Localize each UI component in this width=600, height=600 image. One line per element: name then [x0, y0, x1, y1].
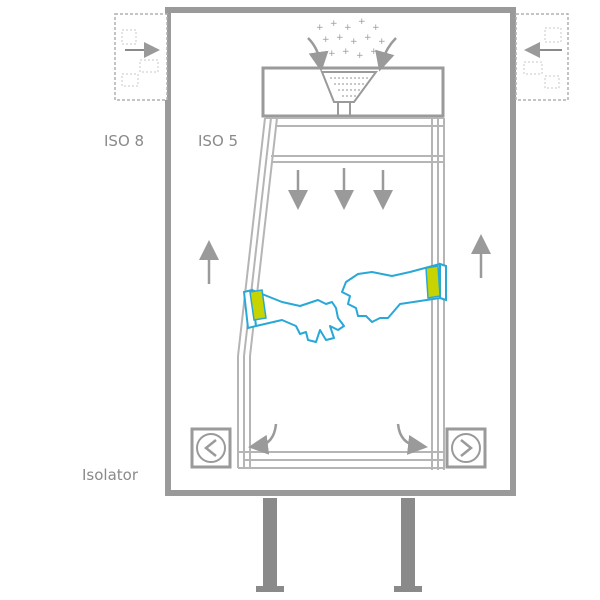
svg-text:+: + [370, 47, 378, 57]
inner-zone-label: ISO 5 [198, 132, 239, 150]
downflow-arrows [288, 168, 393, 210]
left-glove-icon [242, 288, 345, 343]
intake-arrow-left [307, 37, 329, 72]
intake-arrow-right [375, 37, 397, 72]
isolator-housing [165, 7, 516, 496]
svg-text:+: + [328, 49, 336, 59]
svg-text:+: + [342, 47, 350, 57]
svg-text:+: + [336, 33, 344, 43]
curl-arrow-right [396, 423, 428, 455]
support-legs [256, 498, 422, 592]
outer-zone-label: ISO 8 [104, 132, 145, 150]
right-glove-icon [341, 262, 447, 323]
svg-text:+: + [330, 19, 338, 29]
device-label: Isolator [82, 466, 139, 484]
svg-text:+: + [316, 23, 324, 33]
svg-text:+: + [344, 23, 352, 33]
svg-text:+: + [356, 51, 364, 61]
curl-arrow-left [248, 423, 278, 455]
right-prefilter-icon [515, 13, 569, 101]
left-return-fan-icon [190, 427, 232, 469]
particles: +++++ +++++ ++++ [316, 17, 386, 61]
svg-text:+: + [378, 37, 386, 47]
svg-text:+: + [350, 37, 358, 47]
svg-text:+: + [322, 35, 330, 45]
right-return-fan-icon [445, 427, 487, 469]
svg-text:+: + [358, 17, 366, 27]
left-prefilter-icon [114, 13, 168, 101]
svg-text:+: + [364, 33, 372, 43]
svg-text:+: + [372, 23, 380, 33]
hepa-filter-icon [261, 66, 445, 118]
